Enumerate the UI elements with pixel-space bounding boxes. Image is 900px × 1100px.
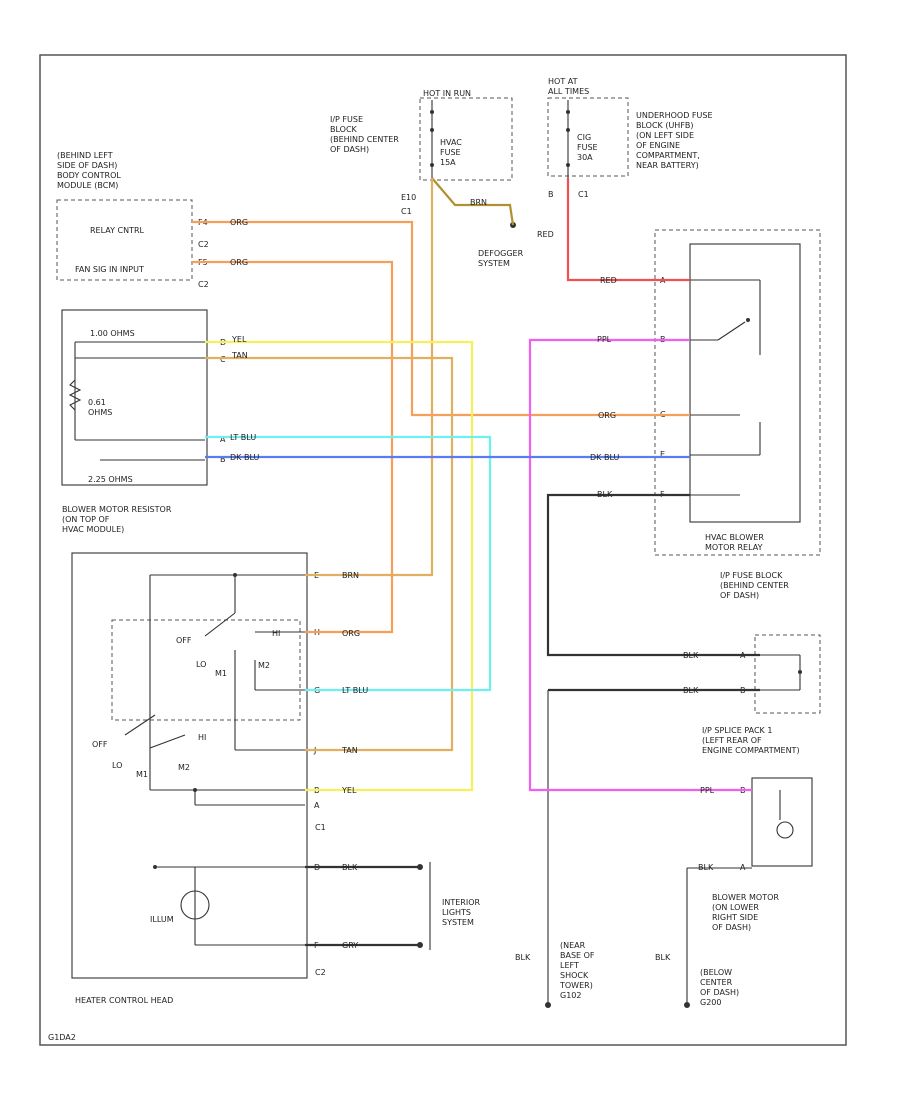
- wire-brn-top: [431, 177, 515, 226]
- wires: [192, 177, 760, 947]
- pin-b: B: [548, 190, 554, 199]
- diagram-border: [39, 54, 847, 1046]
- sw1-off: OFF: [176, 636, 192, 645]
- pin-b-res: B: [220, 455, 226, 464]
- pin-a-hch: A: [314, 801, 320, 810]
- illum-label: ILLUM: [150, 915, 174, 924]
- wl-blk-4: BLK: [342, 863, 358, 872]
- wl-tan-1: TAN: [231, 351, 248, 360]
- wire-org-relay: [192, 220, 690, 417]
- wl-blk-3: BLK: [683, 686, 699, 695]
- sw1-hi: HI: [272, 629, 280, 638]
- pin-e10: E10: [401, 193, 416, 202]
- wl-org-3: ORG: [598, 411, 616, 420]
- pin-c-res: C: [220, 355, 226, 364]
- wl-gry-1: GRY: [342, 941, 358, 950]
- wire-blk-rly: [546, 493, 760, 657]
- wl-red-1: RED: [537, 230, 554, 239]
- heater-control-head-label: HEATER CONTROL HEAD: [75, 996, 173, 1005]
- wire-tan-run: [305, 178, 434, 577]
- pin-c3-bcm: C2: [198, 280, 209, 289]
- wl-yel-1: YEL: [231, 335, 247, 344]
- wl-tan-2: TAN: [341, 746, 358, 755]
- pin-c1: C1: [401, 207, 412, 216]
- sw1-m1: M1: [215, 669, 227, 678]
- wl-org-4: ORG: [342, 629, 360, 638]
- wire-yel: [205, 340, 474, 792]
- wire-tan: [205, 356, 454, 752]
- wl-blk-2: BLK: [683, 651, 699, 660]
- wl-ppl-1: PPL: [597, 335, 612, 344]
- c2-label: C2: [315, 968, 326, 977]
- hot-in-run-label: HOT IN RUN: [423, 89, 471, 98]
- wl-org-1: ORG: [230, 218, 248, 227]
- wire-labels: ORG ORG BRN RED RED YEL TAN PPL ORG LT B…: [230, 198, 715, 950]
- wl-ltblu-2: LT BLU: [342, 686, 368, 695]
- c1-label: C1: [315, 823, 326, 832]
- wl-blk-1: BLK: [597, 490, 613, 499]
- wl-yel-2: YEL: [341, 786, 357, 795]
- wl-ltblu-1: LT BLU: [230, 433, 256, 442]
- wire-ltblu: [205, 435, 492, 692]
- ground-right-blk: BLK: [655, 953, 671, 962]
- sw1-m2: M2: [258, 661, 270, 670]
- wl-brn-1: BRN: [470, 198, 487, 207]
- ground-left-blk: BLK: [515, 953, 531, 962]
- relay-cntrl-label: RELAY CNTRL: [90, 226, 145, 235]
- pin-a-res: A: [220, 435, 226, 444]
- fan-sig-input-label: FAN SIG IN INPUT: [75, 265, 144, 274]
- sw2-hi: HI: [198, 733, 206, 742]
- resistor-r3-label: 2.25 OHMS: [88, 475, 133, 484]
- wl-dkblu-2: DK BLU: [590, 453, 619, 462]
- pin-c1b: C1: [578, 190, 589, 199]
- heater-control-head: OFF LO M1 M2 HI OFF LO M1 M2 HI C1 ILLUM…: [71, 552, 326, 1005]
- wl-org-2: ORG: [230, 258, 248, 267]
- sw2-off: OFF: [92, 740, 108, 749]
- wl-ppl-2: PPL: [700, 786, 715, 795]
- sw2-lo: LO: [112, 761, 122, 770]
- wl-blk-5: BLK: [698, 863, 714, 872]
- wire-ppl: [528, 338, 752, 792]
- wire-red: [566, 178, 690, 282]
- footnote: G1DA2: [48, 1033, 76, 1042]
- wl-red-2: RED: [600, 276, 617, 285]
- wire-org-fan: [192, 260, 394, 634]
- sw2-m2: M2: [178, 763, 190, 772]
- resistor-r1-label: 1.00 OHMS: [90, 329, 135, 338]
- wl-brn-2: BRN: [342, 571, 359, 580]
- pin-e-rly: E: [660, 450, 665, 459]
- sw1-lo: LO: [196, 660, 206, 669]
- sw2-m1: M1: [136, 770, 148, 779]
- pin-c2: C2: [198, 240, 209, 249]
- wl-dkblu-1: DK BLU: [230, 453, 259, 462]
